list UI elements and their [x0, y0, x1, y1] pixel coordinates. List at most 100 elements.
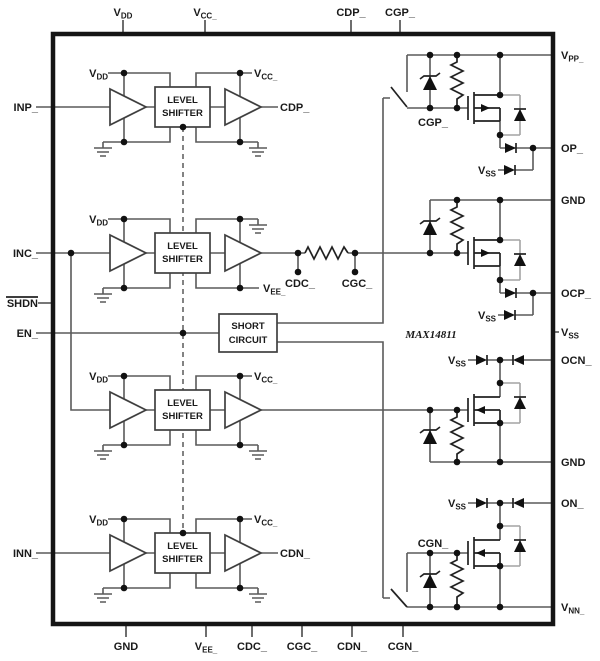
gate-resistor: [449, 410, 465, 462]
pins-top: VDD VCC_ CDP_ CGP_: [114, 7, 416, 21]
body-diode: [514, 397, 526, 409]
level-shifter-label-2: SHIFTER: [162, 411, 203, 422]
output-buffer: [224, 233, 263, 273]
vss-clamp-diode-right: [513, 498, 524, 508]
ground-symbols: [94, 142, 267, 157]
channel-1: LEVEL SHIFTER VDD VCC_ CDP_: [36, 68, 310, 157]
vss-clamp-diode-right: [513, 355, 524, 365]
body-diode: [514, 254, 526, 266]
level-shifter-label-2: SHIFTER: [162, 554, 203, 565]
pin-ocn: OCN_: [561, 355, 592, 367]
pin-vee: VEE_: [195, 641, 218, 655]
cdc-net-label: CDC_: [285, 278, 316, 290]
gate-zener-diode: [423, 221, 437, 235]
driver-block-vnn: VSS CGN_: [390, 498, 553, 608]
cgp-net-label: CGP_: [418, 117, 449, 129]
pin-cgn: CGN_: [388, 641, 419, 653]
pin-en: EN_: [17, 328, 39, 340]
pin-gnd-bottom: GND: [114, 641, 139, 653]
pins-bottom: GND VEE_ CDC_ CGC_ CDN_ CGN_: [114, 641, 419, 655]
output-buffer: [224, 533, 263, 573]
input-buffer: [109, 533, 148, 573]
level-shifter-block: [154, 232, 211, 274]
input-buffer: [109, 233, 148, 273]
vcc-net-label: VCC_: [254, 371, 278, 385]
vcc-net-label: VCC_: [254, 514, 278, 528]
gate-zener-diode: [423, 76, 437, 90]
pin-gnd-lower: GND: [561, 457, 586, 469]
level-shifter-block: [154, 86, 211, 128]
pin-vdd: VDD: [114, 7, 133, 21]
gate-zener-diode: [423, 430, 437, 444]
vdd-net-label: VDD: [89, 68, 108, 82]
vss-clamp-diode: [504, 310, 515, 320]
pin-vpp: VPP_: [561, 50, 584, 64]
level-shifter-label-2: SHIFTER: [162, 254, 203, 265]
pin-ocp: OCP_: [561, 288, 592, 300]
vdd-net-label: VDD: [89, 371, 108, 385]
body-diode: [514, 540, 526, 552]
pin-cdp: CDP_: [336, 7, 366, 19]
vss-net-label: VSS: [478, 165, 497, 179]
block2-wires: [429, 199, 553, 316]
level-shifter-label-2: SHIFTER: [162, 108, 203, 119]
vdd-net-label: VDD: [89, 514, 108, 528]
channel-4: LEVEL SHIFTER VDD VCC_ CDN_: [36, 514, 311, 603]
cgc-net-label: CGC_: [342, 278, 373, 290]
ic-boundary: [50, 31, 556, 627]
cdn-net-label: CDN_: [280, 548, 311, 560]
series-output-diode: [505, 143, 516, 153]
block1-wires: [406, 54, 553, 171]
pmos-transistor: [467, 237, 501, 269]
channel-1-wires: [36, 72, 278, 143]
gate-zener-bar: [419, 426, 441, 434]
input-buffer: [109, 390, 148, 430]
body-diode: [514, 109, 526, 121]
pin-cgp: CGP_: [385, 7, 416, 19]
shutdown-switch: [390, 86, 408, 108]
level-shifter-label-1: LEVEL: [167, 95, 198, 106]
level-shifter-label-1: LEVEL: [167, 541, 198, 552]
gate-zener-bar: [419, 72, 441, 80]
vss-net-label: VSS: [448, 355, 467, 369]
vss-clamp-diode-left: [476, 498, 487, 508]
pin-vss: VSS: [561, 327, 580, 341]
switch-control-wires: [277, 97, 390, 599]
shutdown-switch: [390, 588, 408, 608]
part-number-label: MAX14811: [404, 329, 456, 341]
pin-shdn: SHDN: [7, 298, 38, 310]
driver-block-ocn: VSS: [419, 355, 553, 463]
pin-cdn: CDN_: [337, 641, 368, 653]
vss-clamp-diode: [504, 165, 515, 175]
driver-block-ocp: VSS: [419, 199, 553, 324]
pmos-transistor: [467, 92, 501, 124]
gate-zener-bar: [419, 217, 441, 225]
level-shifter-block: [154, 532, 211, 574]
pin-stubs: [38, 20, 559, 637]
short-circuit-label-1: SHORT: [231, 321, 264, 332]
gate-resistor: [304, 245, 349, 261]
pin-vcc: VCC_: [193, 7, 217, 21]
output-buffer: [224, 87, 263, 127]
level-shifter-block: [154, 389, 211, 431]
vss-clamp-diode-left: [476, 355, 487, 365]
channel-3: LEVEL SHIFTER VDD VCC_: [70, 253, 468, 460]
vcc-net-label: VCC_: [254, 68, 278, 82]
short-circuit-label-2: CIRCUIT: [229, 335, 268, 346]
gate-resistor: [449, 200, 465, 253]
pmos-arrow: [481, 249, 490, 257]
junction-dots: [67, 51, 537, 611]
vdd-net-label: VDD: [89, 214, 108, 228]
pin-gnd-upper: GND: [561, 195, 586, 207]
nmos-transistor: [467, 394, 501, 426]
vss-net-label: VSS: [478, 310, 497, 324]
pin-cgc: CGC_: [287, 641, 318, 653]
channel-2: LEVEL SHIFTER VDD VEE_ CDC_ CGC_: [36, 214, 468, 303]
vss-net-label: VSS: [448, 498, 467, 512]
pmos-arrow: [481, 104, 490, 112]
channel-4-wires: [36, 518, 278, 589]
gate-resistor: [449, 55, 465, 108]
pin-on: ON_: [561, 498, 585, 510]
